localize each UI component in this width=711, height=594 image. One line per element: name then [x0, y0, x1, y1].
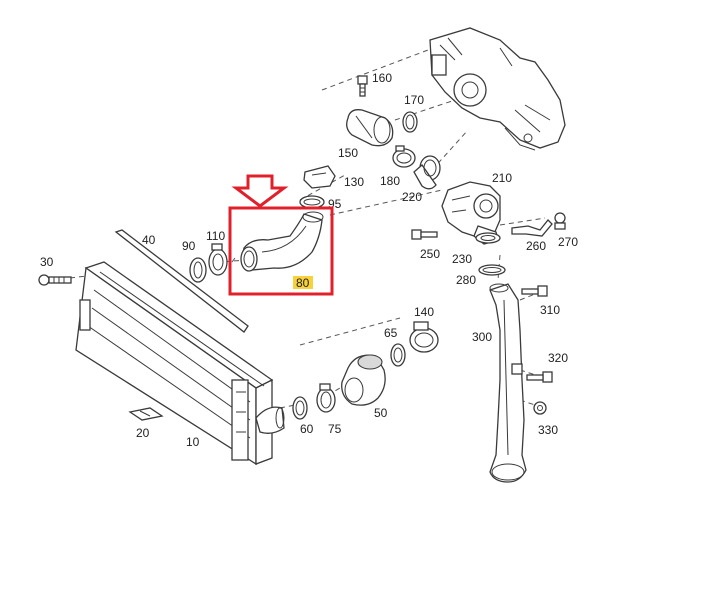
part-140-clamp: [409, 321, 439, 353]
highlight-arrow-down-icon: [231, 174, 289, 208]
turbocharger: [429, 27, 566, 151]
part-65-ring: [390, 343, 406, 367]
part-150-elbow: [346, 109, 394, 147]
part-260-bracket: [511, 219, 553, 237]
label-40: 40: [142, 233, 156, 247]
part-80-hose: [240, 211, 324, 272]
label-80: 80: [296, 276, 310, 290]
part-160-bolt: [357, 75, 368, 97]
label-210: 210: [492, 171, 512, 185]
part-270-nut: [554, 212, 566, 230]
label-330: 330: [538, 423, 558, 437]
label-260: 260: [526, 239, 546, 253]
label-110: 110: [206, 229, 225, 243]
label-50: 50: [374, 406, 388, 420]
part-230-seal: [475, 232, 501, 244]
part-20-bracket: [128, 407, 164, 421]
highlight-box: [228, 206, 334, 296]
highlight-group-part-80: 80: [228, 174, 334, 296]
part-280-clamp: [478, 264, 506, 276]
label-280: 280: [456, 273, 476, 287]
part-330-nut: [533, 401, 547, 415]
label-150: 150: [338, 146, 358, 160]
label-65: 65: [384, 326, 398, 340]
part-180-clamp: [392, 145, 416, 168]
label-10: 10: [186, 435, 200, 449]
label-130: 130: [344, 175, 364, 189]
label-140: 140: [414, 305, 434, 319]
label-160: 160: [372, 71, 392, 85]
label-170: 170: [404, 93, 424, 107]
highlight-label-background: [293, 276, 313, 289]
label-75: 75: [328, 422, 342, 436]
part-10-intercooler: [75, 261, 285, 466]
label-250: 250: [420, 247, 440, 261]
label-310: 310: [540, 303, 560, 317]
part-90-ring: [189, 257, 207, 283]
label-30: 30: [40, 255, 54, 269]
label-230: 230: [452, 252, 472, 266]
part-75-clamp: [316, 383, 336, 413]
part-40-strip: [114, 229, 249, 333]
part-30-bolt: [38, 274, 72, 286]
part-110-clamp: [208, 243, 228, 276]
part-220-sleeve: [413, 155, 441, 190]
part-130-clip: [303, 165, 336, 189]
part-50-elbow-hose: [341, 354, 386, 406]
part-210-throttle-housing: [441, 181, 501, 245]
part-310-bolt: [521, 285, 548, 297]
label-220: 220: [402, 190, 422, 204]
part-95-ring: [299, 195, 325, 209]
label-180: 180: [380, 174, 400, 188]
label-90: 90: [182, 239, 196, 253]
label-20: 20: [136, 426, 150, 440]
part-250-bolt: [411, 229, 438, 240]
part-300-pipe: [489, 283, 527, 483]
label-300: 300: [472, 330, 492, 344]
part-60-ring: [292, 396, 308, 420]
label-270: 270: [558, 235, 578, 249]
label-320: 320: [548, 351, 568, 365]
label-60: 60: [300, 422, 314, 436]
part-320-bolt: [526, 371, 553, 383]
part-170-oring: [402, 111, 418, 133]
